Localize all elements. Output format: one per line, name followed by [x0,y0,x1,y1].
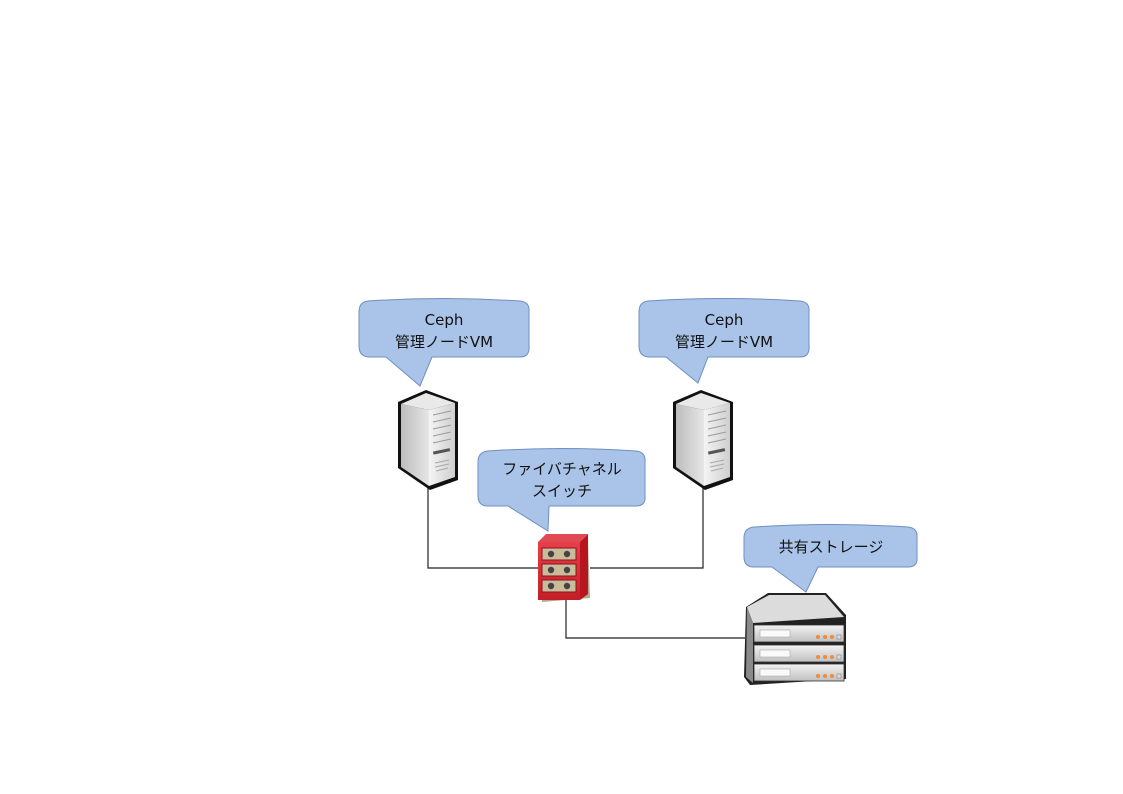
switch-port-rows [541,547,577,593]
callout-fc-switch: ファイバチャネル スイッチ [477,448,646,532]
server-tower-icon-vm1 [398,390,458,490]
callout-storage-line1: 共有ストレージ [779,538,884,556]
callout-storage: 共有ストレージ [743,524,918,593]
callout-switch-line2: スイッチ [532,482,592,500]
storage-unit-1 [753,624,845,643]
link-vm2-switch [590,486,704,569]
shared-storage-icon [744,593,846,685]
storage-unit-2 [753,644,845,663]
connectors [427,486,745,639]
fc-switch-icon [538,534,590,602]
storage-unit-3 [753,663,845,682]
callout-vm2-line1: Ceph [705,311,744,329]
callout-vm2-line2: 管理ノードVM [675,333,773,351]
link-switch-storage [565,600,745,639]
callout-vm2: Ceph 管理ノードVM [638,298,810,384]
server-tower-icon-vm2 [673,390,733,490]
link-vm1-switch [427,486,538,569]
callout-switch-line1: ファイバチャネル [502,460,622,478]
callout-vm1-line1: Ceph [425,311,464,329]
callout-vm1-line2: 管理ノードVM [395,333,493,351]
callout-vm1: Ceph 管理ノードVM [358,298,530,387]
